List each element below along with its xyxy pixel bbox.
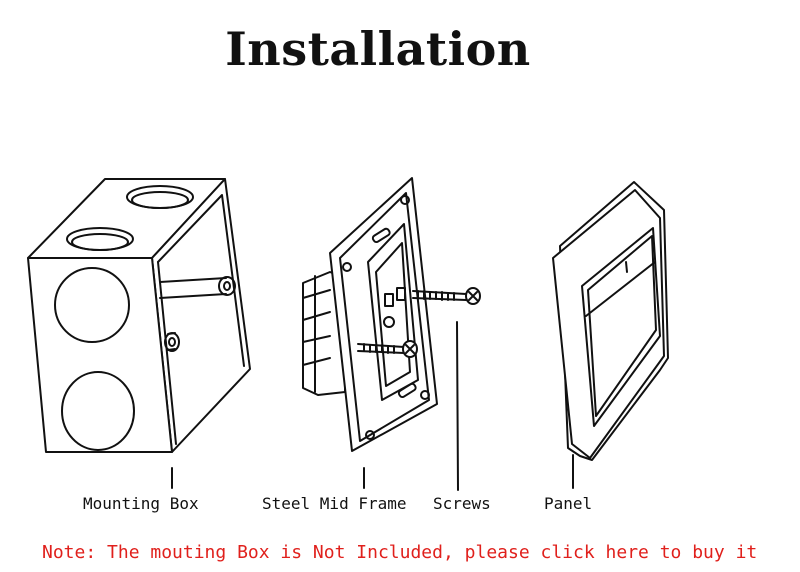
label-steel-mid-frame: Steel Mid Frame — [262, 494, 407, 513]
label-screws: Screws — [433, 494, 491, 513]
mounting-box-drawing — [27, 178, 251, 489]
panel-drawing — [552, 181, 669, 489]
label-mounting-box: Mounting Box — [83, 494, 199, 513]
steel-mid-frame-drawing — [302, 177, 481, 491]
buy-mounting-box-link[interactable]: Note: The mouting Box is Not Included, p… — [42, 542, 758, 563]
page-title: Installation — [225, 22, 531, 76]
label-panel: Panel — [544, 494, 593, 513]
